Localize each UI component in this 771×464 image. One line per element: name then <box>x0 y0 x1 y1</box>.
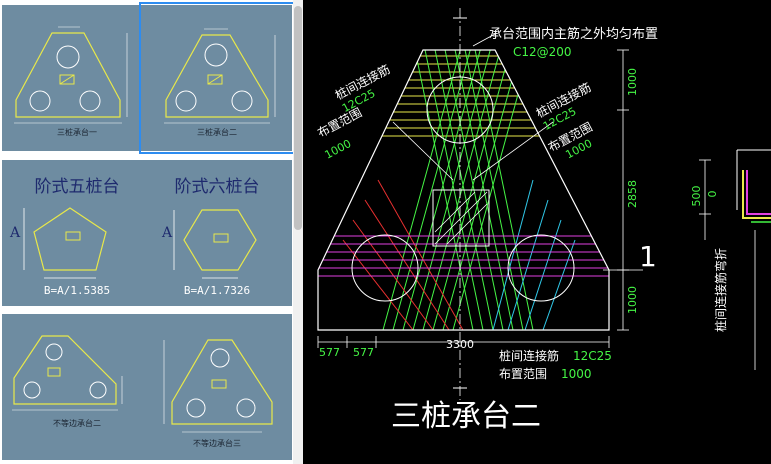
tile-caption: 不等边承台二 <box>53 419 101 428</box>
section-detail: 500 0 桩间连接筋弯折 <box>690 149 771 370</box>
top-note: 承台范围内主筋之外均匀布置 <box>489 26 658 42</box>
unequal-cap-3-thumbnail <box>163 339 273 433</box>
top-bar-spec: C12@200 <box>513 45 572 59</box>
tile-title: 阶式六桩台 <box>174 177 260 197</box>
template-tile-stepped-five-pile-cap[interactable]: 阶式五桩台 A B=A/1.5385 <box>2 160 152 306</box>
section-label: 桩间连接筋弯折 <box>713 248 728 332</box>
dim-top: 1000 <box>626 68 639 96</box>
library-scrollbar[interactable] <box>293 0 303 464</box>
tile-formula: B=A/1.5385 <box>43 284 111 297</box>
dim-577-b: 577 <box>353 346 374 359</box>
left-range-label-group: 布置范围 1000 <box>315 105 364 162</box>
template-tile-unequal-cap-2[interactable]: 不等边承台二 <box>2 314 152 460</box>
template-tile-three-pile-cap-2[interactable]: 三桩承台二 <box>139 2 295 154</box>
drawing-title: 三桩承台二 <box>391 399 541 434</box>
dim-mid: 2858 <box>626 180 639 208</box>
bottom-label-2: 12C25 <box>573 349 612 363</box>
template-tile-stepped-six-pile-cap[interactable]: 阶式六桩台 A B=A/1.7326 <box>142 160 292 306</box>
side-label: A <box>162 225 173 241</box>
bottom-label-1: 桩间连接筋 <box>499 348 559 363</box>
pile-circle-left <box>351 234 419 302</box>
bottom-label-3: 布置范围 <box>499 367 547 381</box>
tile-formula: B=A/1.7326 <box>183 284 251 297</box>
side-label: A <box>10 225 21 241</box>
pile-circle-right <box>507 234 575 302</box>
tile-caption: 不等边承台三 <box>193 439 241 448</box>
dim-bottom: 1000 <box>626 286 639 314</box>
stepped-six-pile-cap-thumbnail <box>173 209 257 279</box>
scrollbar-thumb[interactable] <box>294 6 302 230</box>
template-library-panel: 三桩承台一 三桩承台二 阶式五桩台 A B=A/1.5385 阶式六桩台 <box>0 0 303 464</box>
stepped-five-pile-cap-thumbnail <box>23 207 107 279</box>
section-mark: 1 <box>639 240 657 273</box>
column-box <box>432 189 490 247</box>
tile-caption: 三桩承台一 <box>57 128 97 137</box>
section-dim-0: 0 <box>706 191 719 198</box>
section-dim-500: 500 <box>690 186 703 207</box>
template-tile-three-pile-cap-1[interactable]: 三桩承台一 <box>2 5 152 151</box>
three-pile-cap-2-thumbnail <box>164 28 276 124</box>
left-label-4: 1000 <box>323 137 354 162</box>
unequal-cap-2-thumbnail <box>12 335 123 411</box>
tile-caption: 三桩承台二 <box>197 128 237 137</box>
cap-outline <box>317 49 610 331</box>
bottom-label-4: 1000 <box>561 367 592 381</box>
left-label-3: 布置范围 <box>315 105 364 140</box>
cad-drawing-canvas[interactable]: 承台范围内主筋之外均匀布置 C12@200 桩间连接筋 12C25 布置范围 1… <box>303 0 771 464</box>
three-pile-cap-1-thumbnail <box>14 26 128 124</box>
left-connection-label-group: 桩间连接筋 12C25 <box>332 61 392 115</box>
dim-577-a: 577 <box>319 346 340 359</box>
dim-3300: 3300 <box>446 338 474 351</box>
tile-title: 阶式五桩台 <box>34 177 120 197</box>
template-tile-unequal-cap-3[interactable]: 不等边承台三 <box>142 314 292 460</box>
pile-cap-drawing: 承台范围内主筋之外均匀布置 C12@200 桩间连接筋 12C25 布置范围 1… <box>315 8 771 434</box>
